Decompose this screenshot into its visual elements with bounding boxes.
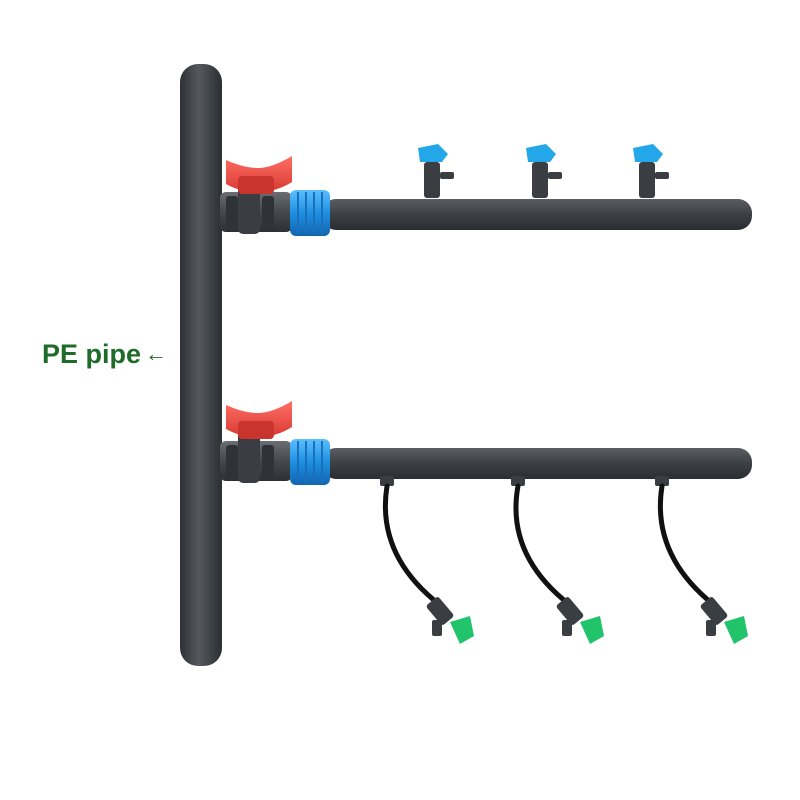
upper-branch [220, 144, 752, 236]
green-dripper-icon [655, 476, 748, 644]
blue-dripper-icon [526, 144, 562, 198]
lower-branch [220, 401, 752, 644]
left-arrow-icon: ← [145, 341, 168, 366]
green-dripper-icon [380, 476, 474, 644]
main-pe-pipe [180, 64, 222, 666]
upper-lateral-pipe [322, 199, 752, 230]
upper-ball-valve-icon [220, 156, 292, 234]
green-dripper-icon [511, 476, 604, 644]
blue-dripper-icon [633, 144, 669, 198]
upper-connector-icon [290, 190, 330, 236]
lower-lateral-pipe [322, 448, 752, 479]
pe-pipe-label: PE pipe ← [42, 336, 167, 372]
blue-dripper-icon [418, 144, 454, 198]
pe-pipe-text: PE pipe [42, 338, 142, 369]
lower-connector-icon [290, 439, 330, 485]
lower-ball-valve-icon [220, 401, 292, 483]
